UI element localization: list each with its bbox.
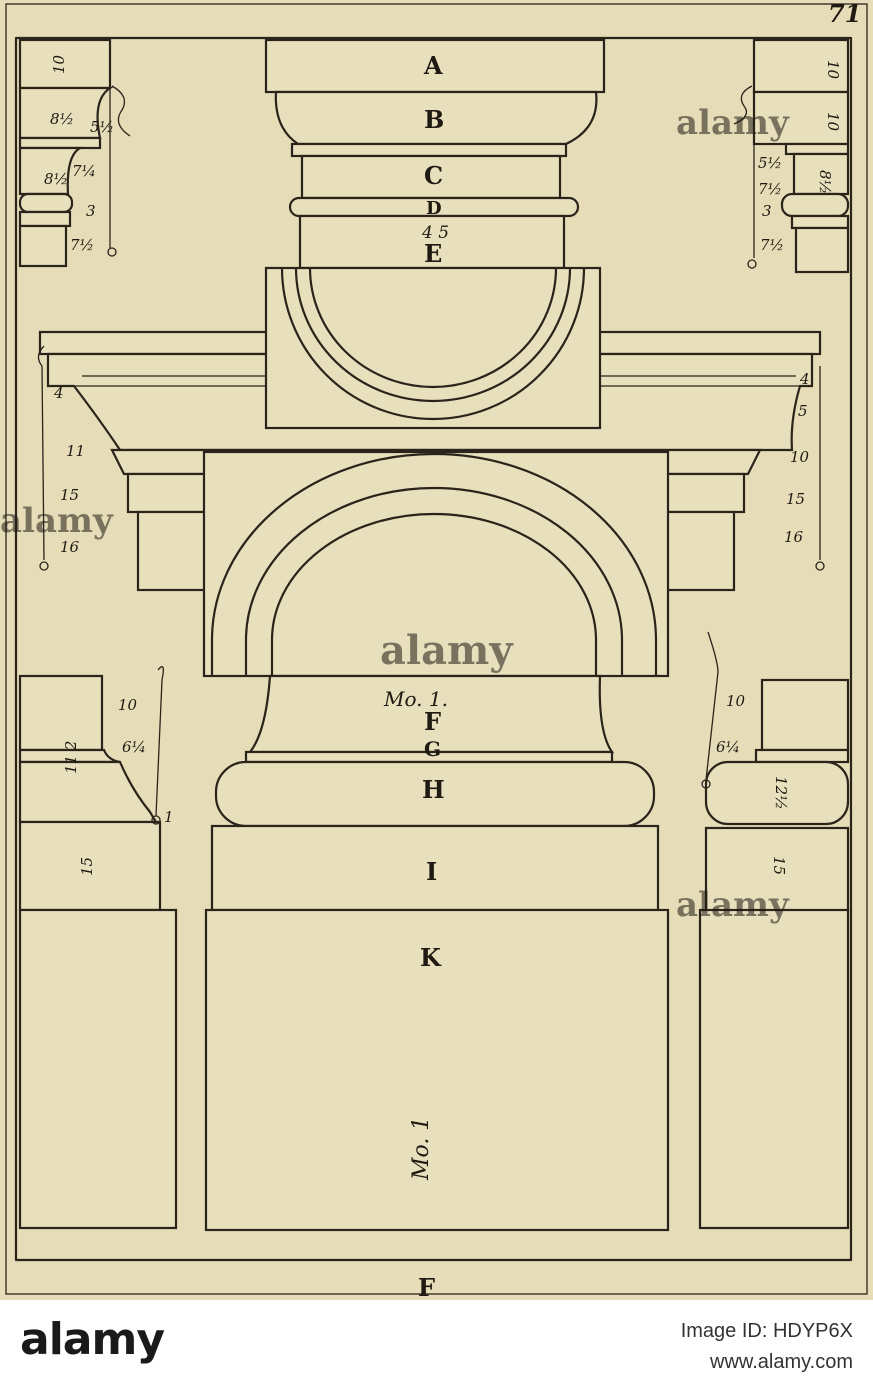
neck-c — [300, 154, 562, 200]
label-module-lower: Mo. 1 — [409, 1117, 434, 1181]
plate-outer-border — [5, 3, 868, 1295]
pedestal-k — [204, 908, 670, 1232]
watermark-center: alamy — [380, 627, 514, 674]
ir-num-3: 10 — [790, 448, 810, 466]
alamy-logo: alamy — [20, 1314, 165, 1365]
label-i: I — [426, 857, 437, 886]
arch-outer — [280, 267, 586, 421]
bl-num-5: 15 — [78, 857, 96, 876]
bl-num-3: 11 2 — [62, 741, 80, 774]
signature-f: F — [418, 1273, 435, 1300]
impost-plumb-lines — [37, 345, 825, 571]
middle-arch — [110, 448, 762, 678]
impost-block — [264, 266, 602, 430]
il-num-3: 15 — [60, 486, 79, 504]
lc-num-7: 7½ — [70, 236, 94, 254]
image-id: Image ID: HDYP6X — [680, 1320, 853, 1342]
label-d: D — [426, 198, 442, 219]
watermark: alamy alamy alamy alamy — [0, 103, 790, 925]
footer-info: Image ID: HDYP6X www.alamy.com — [681, 1320, 853, 1374]
il-num-4: 16 — [60, 538, 80, 556]
label-b: B — [424, 105, 444, 134]
watermark-top-right: alamy — [676, 103, 790, 143]
br-num-3: 12½ — [772, 776, 790, 810]
label-4-5: 4 5 — [421, 223, 449, 243]
upper-impost — [38, 266, 822, 452]
arch-block — [202, 450, 670, 678]
lc-num-3: 5½ — [90, 118, 114, 136]
abacus-a — [264, 38, 606, 94]
label-e: E — [424, 239, 442, 268]
label-g: G — [424, 737, 441, 761]
ir-num-1: 4 — [799, 370, 810, 388]
label-module-upper: Mo. 1. — [383, 687, 448, 711]
central-capital — [264, 38, 606, 270]
br-num-2: 6¼ — [716, 738, 740, 756]
ir-num-2: 5 — [798, 402, 808, 420]
engraving-plate: 71 A B C D 4 5 E Mo. 1. F G H I K Mo. 1 … — [0, 0, 873, 1300]
bl-num-2: 6¼ — [122, 738, 146, 756]
br-num-1: 10 — [726, 692, 746, 710]
rc-num-6: 8½ — [816, 170, 834, 194]
bl-num-4: 1 — [164, 808, 174, 826]
bl-num-1: 10 — [118, 696, 138, 714]
rc-num-3: 5½ — [758, 154, 782, 172]
rc-num-2: 10 — [824, 112, 842, 132]
lc-num-6: 3 — [86, 202, 96, 220]
arch-inner — [308, 267, 558, 389]
fillet — [290, 142, 568, 158]
diagram-labels: 71 A B C D 4 5 E Mo. 1. F G H I K Mo. 1 … — [44, 0, 861, 1300]
arch-extrados — [210, 452, 658, 676]
rc-num-5: 3 — [762, 202, 772, 220]
right-cornice-profile — [733, 38, 850, 274]
lc-num-1: 10 — [50, 54, 68, 74]
lc-num-5: 7¼ — [72, 162, 96, 180]
lc-num-4: 8½ — [44, 170, 68, 188]
architectural-diagram: 71 A B C D 4 5 E Mo. 1. F G H I K Mo. 1 … — [0, 0, 868, 1300]
rc-num-7: 7½ — [760, 236, 784, 254]
ir-num-4: 15 — [786, 490, 805, 508]
ir-num-5: 16 — [784, 528, 804, 546]
rc-num-1: 10 — [824, 60, 842, 80]
arch-middle — [294, 267, 572, 402]
rc-num-4: 7½ — [758, 180, 782, 198]
right-base-profile — [698, 631, 850, 1230]
left-cornice-profile — [18, 38, 131, 268]
label-a: A — [423, 51, 443, 80]
label-c: C — [424, 161, 443, 190]
stock-footer: alamy Image ID: HDYP6X www.alamy.com — [0, 1300, 873, 1390]
br-num-4: 15 — [770, 856, 788, 875]
watermark-left: alamy — [0, 501, 114, 541]
left-base-profile — [18, 666, 178, 1230]
central-base — [204, 674, 670, 1232]
il-num-2: 11 — [66, 442, 85, 460]
plate-frame — [14, 36, 853, 1262]
watermark-bottom-right: alamy — [676, 885, 790, 925]
label-k: K — [420, 943, 442, 972]
page-number: 71 — [828, 0, 861, 28]
footer-url: www.alamy.com — [710, 1351, 853, 1373]
label-h: H — [422, 775, 445, 804]
label-f: F — [424, 707, 441, 736]
plinth-i — [210, 824, 660, 912]
il-num-1: 4 — [53, 384, 64, 402]
lc-num-2: 8½ — [50, 110, 74, 128]
